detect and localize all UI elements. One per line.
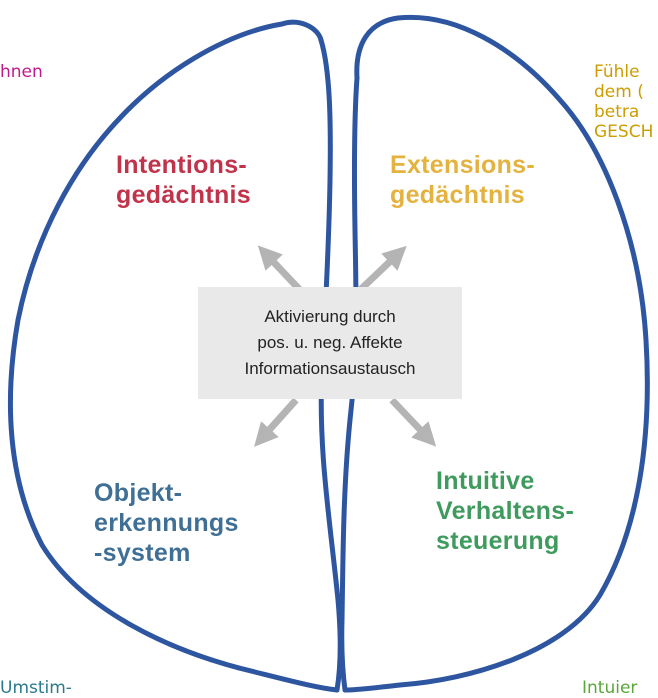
edge-text-bottom-right: Intuier [582,678,658,698]
arrow-to-extension [360,254,398,290]
center-line-2: pos. u. neg. Affekte [257,330,402,356]
center-line-1: Aktivierung durch [264,304,395,330]
edge-text-top-left: hnen [0,62,43,82]
arrow-to-objekt [262,400,296,438]
arrow-to-intention [266,254,300,290]
object-recognition-label: Objekt- erkennungs -system [94,478,239,568]
intention-memory-label: Intentions- gedächtnis [116,150,251,210]
extension-memory-label: Extensions- gedächtnis [390,150,535,210]
edge-text-top-right: Fühle dem ( betra GESCH [594,62,658,142]
arrow-to-intuitive [392,400,428,438]
intuitive-behavior-label: Intuitive Verhaltens- steuerung [436,466,574,556]
center-line-3: Informationsaustausch [244,356,415,382]
edge-text-bottom-left: Umstim- [0,678,72,698]
center-box: Aktivierung durch pos. u. neg. Affekte I… [198,287,462,399]
